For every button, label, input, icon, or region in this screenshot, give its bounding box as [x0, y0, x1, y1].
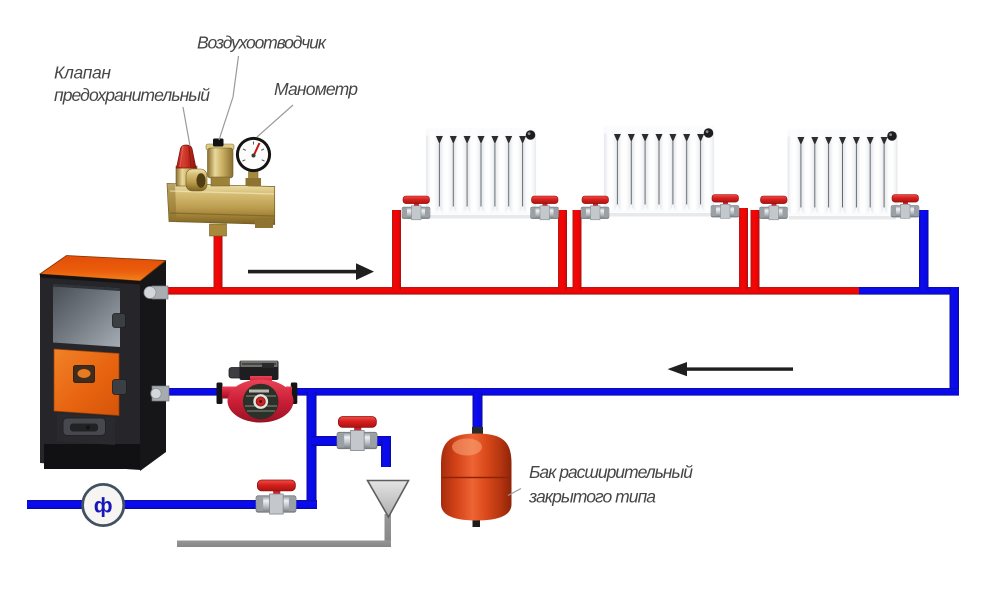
svg-text:Клапан: Клапан	[54, 63, 111, 83]
svg-text:Воздухоотводчик: Воздухоотводчик	[197, 33, 327, 53]
svg-text:Бак расширительный: Бак расширительный	[529, 462, 693, 482]
svg-text:ф: ф	[94, 494, 113, 518]
svg-text:Манометр: Манометр	[274, 79, 358, 99]
svg-text:предохранительный: предохранительный	[54, 85, 210, 105]
svg-text:закрытого типа: закрытого типа	[528, 487, 656, 507]
